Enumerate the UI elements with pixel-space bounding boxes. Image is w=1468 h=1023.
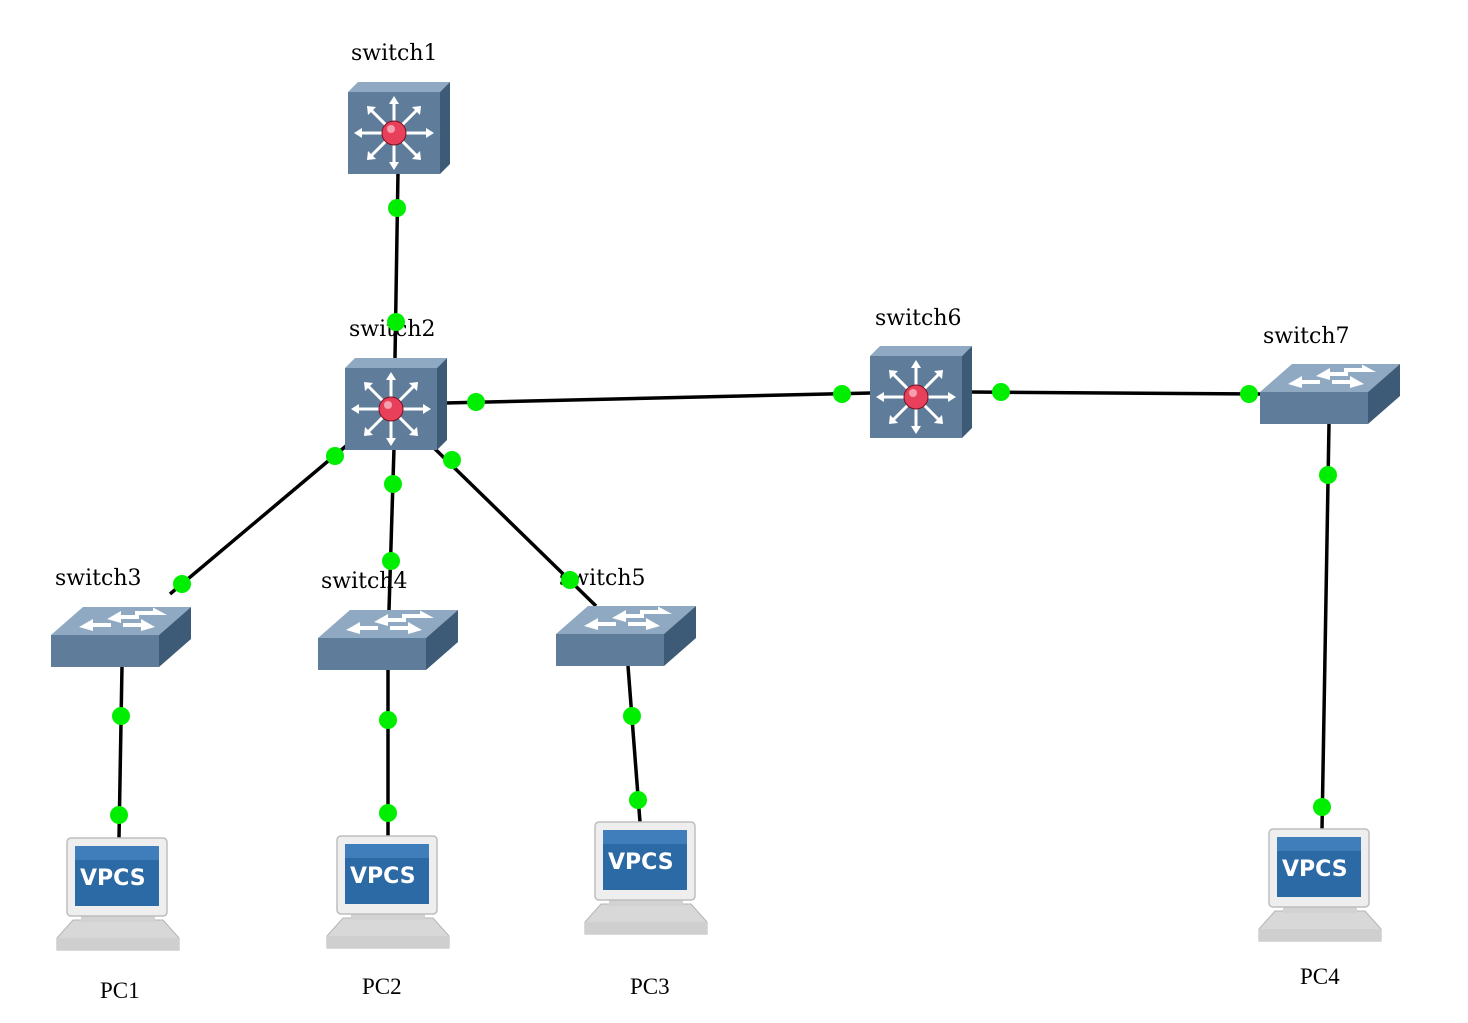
multilayer-switch-icon (343, 356, 447, 450)
switch3-device[interactable]: switch3 (51, 566, 191, 667)
multilayer-switch-icon (346, 80, 450, 174)
pc4-screen-text: VPCS (1282, 857, 1348, 882)
port-dot (384, 475, 402, 493)
pc4-label: PC4 (1300, 964, 1340, 989)
vpcs-icon (326, 835, 450, 949)
pc3-label: PC3 (630, 974, 670, 999)
vpcs-icon (584, 821, 708, 935)
port-dot (1313, 798, 1331, 816)
pc1-screen-text: VPCS (80, 866, 146, 891)
port-dot (326, 447, 344, 465)
port-dot (992, 383, 1010, 401)
switch1-device[interactable]: switch1 (346, 41, 450, 174)
port-dot (623, 707, 641, 725)
ethernet-switch-icon (556, 606, 696, 666)
port-status-dots (110, 199, 1337, 824)
link-switch7-pc4[interactable] (1320, 423, 1331, 830)
switch3-label: switch3 (55, 566, 142, 591)
vpcs-icon (56, 837, 180, 951)
ethernet-switch-icon (1260, 364, 1400, 424)
switch6-device[interactable]: switch6 (868, 306, 972, 438)
link-switch2-switch6[interactable] (444, 391, 872, 405)
vpcs-icon (1258, 828, 1382, 942)
pc3-device[interactable]: VPCS PC3 (584, 821, 708, 999)
pc2-screen-text: VPCS (350, 864, 416, 889)
link-switch2-switch3[interactable] (168, 444, 348, 596)
port-dot (388, 199, 406, 217)
ethernet-switch-icon (318, 610, 458, 670)
port-dot (379, 711, 397, 729)
port-dot (833, 385, 851, 403)
pc3-screen-text: VPCS (608, 850, 674, 875)
port-dot (112, 707, 130, 725)
switch2-device[interactable]: switch2 (343, 317, 447, 450)
port-dot (629, 791, 647, 809)
links (117, 171, 1331, 839)
switch7-label: switch7 (1263, 324, 1350, 349)
port-dot (387, 313, 405, 331)
pc4-device[interactable]: VPCS PC4 (1258, 828, 1382, 989)
port-dot (173, 575, 191, 593)
link-switch6-switch7[interactable] (969, 390, 1261, 396)
port-dot (379, 804, 397, 822)
pc1-label: PC1 (100, 978, 140, 1003)
port-dot (382, 552, 400, 570)
pc2-label: PC2 (362, 974, 402, 999)
switch1-label: switch1 (351, 41, 438, 66)
port-dot (467, 393, 485, 411)
port-dot (443, 451, 461, 469)
link-switch2-switch4[interactable] (387, 447, 396, 611)
switch7-device[interactable]: switch7 (1260, 324, 1400, 424)
ethernet-switch-icon (51, 607, 191, 667)
multilayer-switch-icon (868, 344, 972, 438)
port-dot (1319, 466, 1337, 484)
port-dot (110, 806, 128, 824)
pc2-device[interactable]: VPCS PC2 (326, 835, 450, 999)
switch4-label: switch4 (321, 569, 408, 594)
port-dot (561, 571, 579, 589)
switch6-label: switch6 (875, 306, 962, 331)
pc1-device[interactable]: VPCS PC1 (56, 837, 180, 1003)
switch4-device[interactable]: switch4 (318, 569, 458, 670)
port-dot (1240, 385, 1258, 403)
